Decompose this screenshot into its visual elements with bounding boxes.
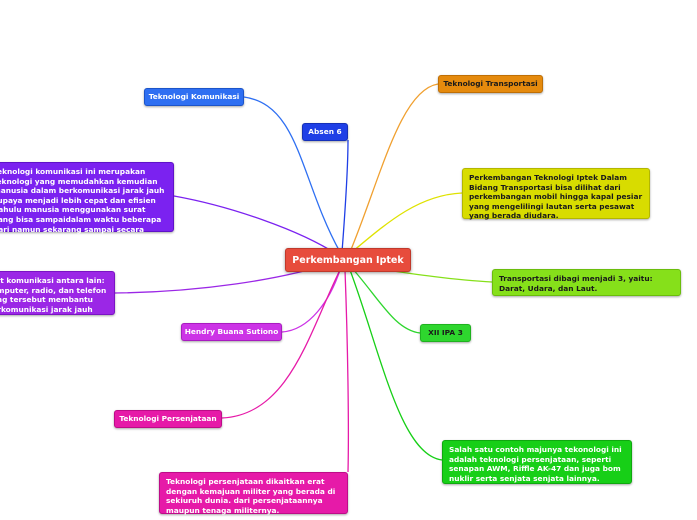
branch-transportasi-desc — [351, 192, 463, 253]
branch-teknologi-komunikasi — [243, 96, 341, 253]
node-teknologi-persenjataan[interactable]: Teknologi Persenjataan — [114, 410, 222, 428]
node-absen[interactable]: Absen 6 — [302, 123, 348, 141]
node-persenjataan-contoh[interactable]: Salah satu contoh majunya tekonologi ini… — [442, 440, 632, 484]
branch-persenjataan-contoh — [349, 269, 443, 461]
branch-teknologi-persenjataan — [221, 269, 341, 419]
branch-komunikasi-desc — [173, 195, 339, 256]
node-komunikasi-alat[interactable]: Alat komunikasi antara lain: komputer, r… — [0, 271, 115, 315]
node-transportasi-desc[interactable]: Perkembangan Teknologi Iptek Dalam Bidan… — [462, 168, 650, 220]
node-persenjataan-desc[interactable]: Teknologi persenjataan dikaitkan erat de… — [159, 472, 348, 515]
branch-kelas — [351, 267, 421, 334]
branch-teknologi-transportasi — [349, 83, 439, 253]
central-topic[interactable]: Perkembangan Iptek — [285, 248, 411, 272]
node-kelas[interactable]: XII IPA 3 — [420, 324, 471, 342]
branch-absen — [341, 139, 349, 253]
node-transportasi-jenis[interactable]: Transportasi dibagi menjadi 3, yaitu: Da… — [492, 269, 681, 296]
node-nama[interactable]: Hendry Buana Sutiono — [181, 323, 282, 341]
branch-nama — [281, 269, 341, 333]
node-teknologi-transportasi[interactable]: Teknologi Transportasi — [438, 75, 543, 93]
node-teknologi-komunikasi[interactable]: Teknologi Komunikasi — [144, 88, 244, 106]
node-komunikasi-desc[interactable]: Teknologi komunikasi ini merupakan tekno… — [0, 162, 174, 243]
branch-persenjataan-desc — [344, 269, 350, 473]
